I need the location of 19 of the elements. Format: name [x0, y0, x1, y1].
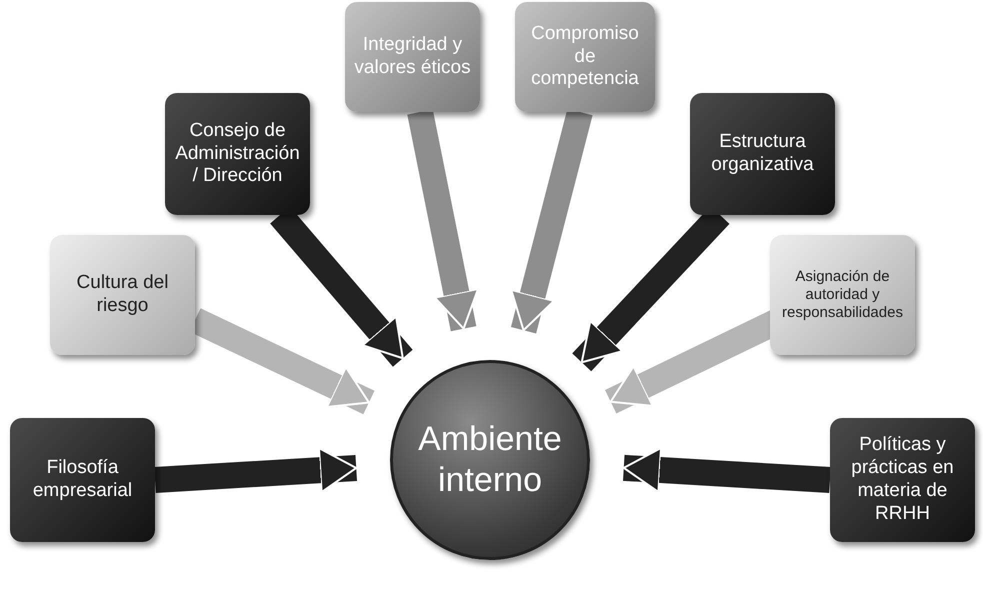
box-label: Políticas y prácticas en materia de RRHH	[850, 434, 955, 526]
box-label: Cultura del riesgo	[76, 272, 170, 318]
category-box	[345, 2, 480, 112]
box-label: Integridad y valores éticos	[353, 34, 472, 80]
category-box	[515, 2, 655, 112]
block-arrow	[154, 447, 358, 494]
box-label: Ambiente interno	[417, 419, 563, 501]
category-box	[165, 93, 310, 215]
box-label: Consejo de Administración / Dirección	[174, 120, 301, 188]
block-arrow	[407, 109, 480, 332]
category-box	[10, 418, 155, 542]
box-label: Compromiso de competencia	[530, 22, 640, 92]
category-box	[690, 93, 835, 215]
box-label: Filosofía empresarial	[32, 457, 134, 503]
box-label: Estructura organizativa	[710, 131, 815, 177]
category-box	[770, 235, 915, 355]
box-label: Asignación de autoridad y responsabilidades	[781, 268, 904, 322]
category-box	[830, 418, 975, 542]
category-box	[50, 235, 195, 355]
